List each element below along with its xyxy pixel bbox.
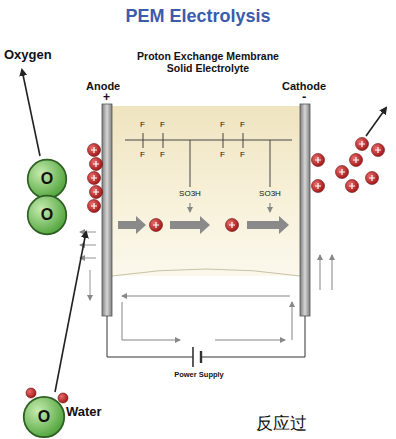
plus-symbol xyxy=(315,157,321,163)
proton-ball xyxy=(350,154,363,167)
oxygen-label: Oxygen xyxy=(4,48,52,63)
proton-ball xyxy=(356,138,369,151)
plus-symbol xyxy=(91,203,97,209)
plus-symbol xyxy=(375,147,381,153)
plus-symbol xyxy=(91,175,97,181)
fluorine-atom: F xyxy=(160,150,165,159)
proton-ball xyxy=(372,144,385,157)
plus-symbol xyxy=(315,183,321,189)
fluorine-atom: F xyxy=(140,150,145,159)
proton-ball xyxy=(88,172,101,185)
sulfonic-group: SO3H xyxy=(252,189,288,198)
plus-symbol xyxy=(339,169,345,175)
fluorine-atom: F xyxy=(240,150,245,159)
water-label: Water xyxy=(66,405,102,420)
proton-ball xyxy=(366,172,379,185)
atom-symbol: O xyxy=(26,194,68,236)
polarity-sign: + xyxy=(103,91,110,105)
plus-symbol xyxy=(353,157,359,163)
proton-ball xyxy=(90,158,103,171)
plus-symbol xyxy=(93,161,99,167)
atom-symbol: O xyxy=(22,395,66,439)
atom-symbol: O xyxy=(26,158,68,200)
chinese-text: 反应过 xyxy=(256,414,307,434)
proton-ball xyxy=(150,219,163,232)
power-supply-label: Power Supply xyxy=(164,371,234,380)
fluorine-atom: F xyxy=(140,120,145,129)
plus-symbol xyxy=(229,222,235,228)
plus-symbol xyxy=(369,175,375,181)
proton-ball xyxy=(90,186,103,199)
proton-ball xyxy=(312,154,325,167)
proton-ball xyxy=(58,393,68,403)
membrane-label: Proton Exchange Membrane Solid Electroly… xyxy=(130,50,286,74)
proton-ball xyxy=(312,180,325,193)
fluorine-atom: F xyxy=(220,120,225,129)
oxygen-atom: O xyxy=(26,158,68,200)
plus-symbol xyxy=(91,147,97,153)
proton-ball xyxy=(346,180,359,193)
plus-symbol xyxy=(349,183,355,189)
oxygen-atom: O xyxy=(22,395,66,439)
title: PEM Electrolysis xyxy=(0,6,396,27)
proton-ball xyxy=(226,219,239,232)
sulfonic-group: SO3H xyxy=(172,189,208,198)
proton-ball xyxy=(26,388,36,398)
polarity-sign: - xyxy=(302,90,306,105)
plus-symbol xyxy=(93,189,99,195)
plus-symbol xyxy=(359,141,365,147)
fluorine-atom: F xyxy=(160,120,165,129)
fluorine-atom: F xyxy=(240,120,245,129)
oxygen-atom: O xyxy=(26,194,68,236)
fluorine-atom: F xyxy=(220,150,225,159)
proton-ball xyxy=(336,166,349,179)
proton-ball xyxy=(88,144,101,157)
plus-symbol xyxy=(153,222,159,228)
proton-ball xyxy=(88,200,101,213)
